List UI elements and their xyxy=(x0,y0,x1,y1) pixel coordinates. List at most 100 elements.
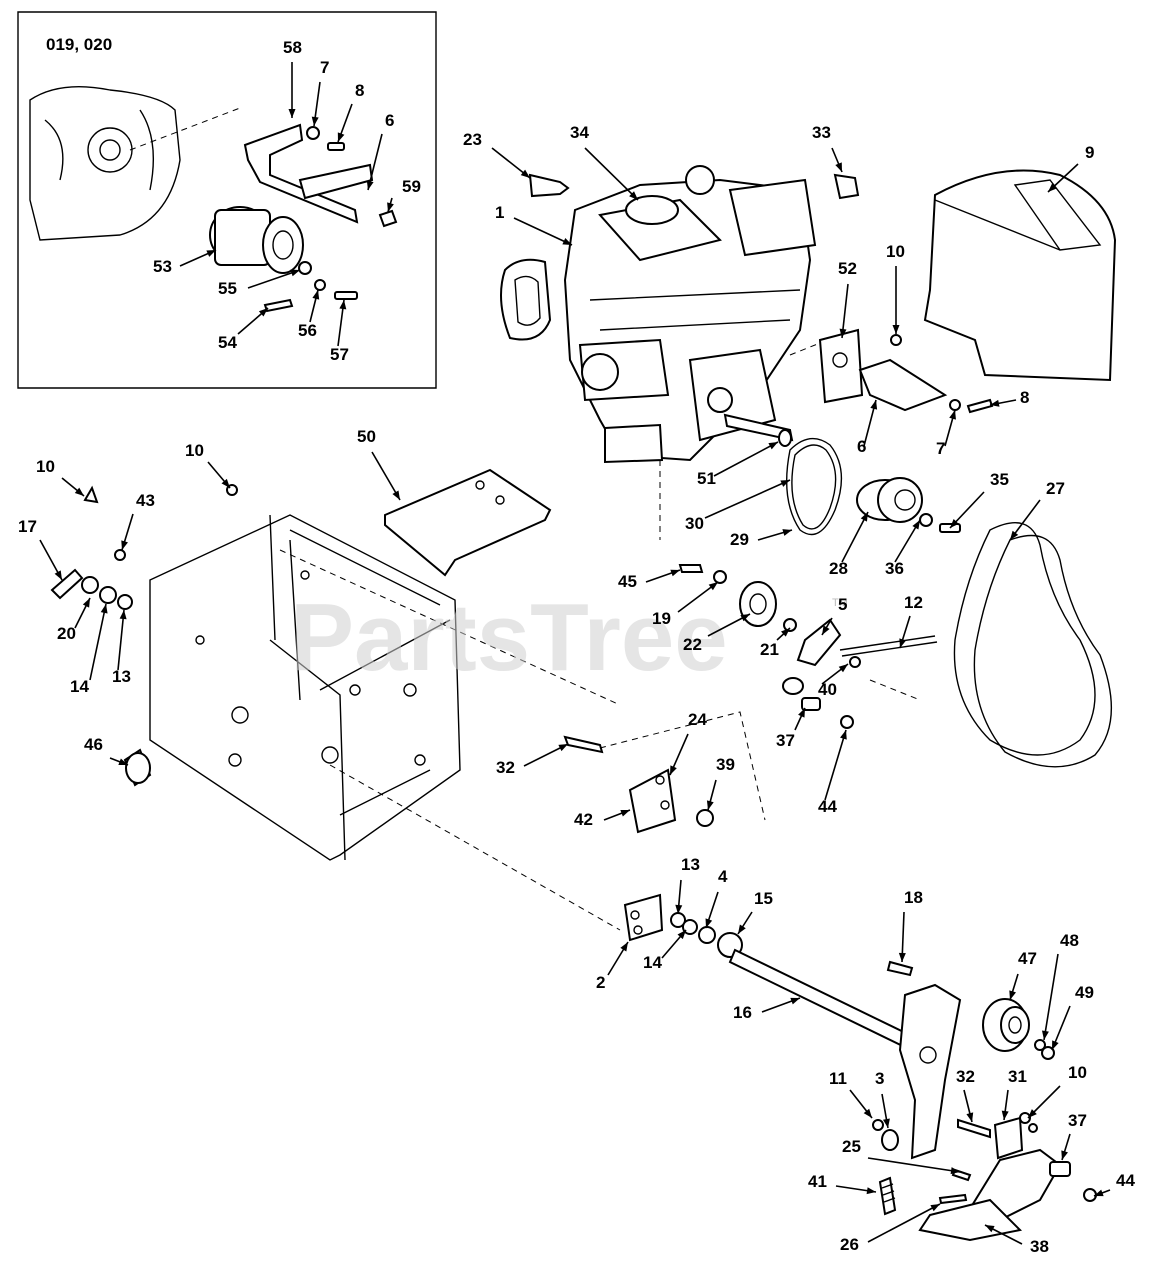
callout-number: 38 xyxy=(1030,1237,1049,1256)
callout-number: 11 xyxy=(829,1069,847,1088)
callout-number: 37 xyxy=(1068,1111,1087,1130)
callout-number: 6 xyxy=(857,437,866,456)
callout-number: 35 xyxy=(990,470,1009,489)
callout-13: 13 xyxy=(675,855,700,915)
callout-number: 1 xyxy=(495,203,504,222)
leader-line xyxy=(89,603,107,681)
callout-number: 26 xyxy=(840,1235,859,1254)
callout-50: 50 xyxy=(357,427,401,501)
callout-number: 8 xyxy=(1020,388,1029,407)
callout-42: 42 xyxy=(574,809,631,829)
leader-line xyxy=(513,217,573,246)
callout-number: 58 xyxy=(283,38,302,57)
belt-cover xyxy=(923,169,1117,382)
callout-number: 20 xyxy=(57,624,76,643)
leader-arrowhead xyxy=(740,614,750,622)
callout-6: 6 xyxy=(857,399,878,456)
callout-number: 16 xyxy=(733,1003,752,1022)
callout-17: 17 xyxy=(18,517,63,581)
callout-41: 41 xyxy=(808,1172,877,1195)
callout-13: 13 xyxy=(112,609,131,686)
leader-arrowhead xyxy=(705,918,713,928)
callout-number: 32 xyxy=(496,758,515,777)
callout-number: 52 xyxy=(838,259,857,278)
callout-25: 25 xyxy=(842,1137,961,1175)
idler-arm xyxy=(898,983,962,1160)
mounting-plate xyxy=(384,468,552,577)
leader-arrowhead xyxy=(708,582,718,591)
callout-number: 14 xyxy=(643,953,662,972)
callout-number: 32 xyxy=(956,1067,975,1086)
callout-5: 5 xyxy=(821,595,847,636)
callout-number: 15 xyxy=(754,889,773,908)
callout-number: 57 xyxy=(330,345,349,364)
callout-number: 10 xyxy=(36,457,55,476)
callout-number: 30 xyxy=(685,514,704,533)
callout-number: 25 xyxy=(842,1137,861,1156)
callout-59: 59 xyxy=(387,177,421,213)
leader-arrowhead xyxy=(1009,990,1016,1000)
leader-arrowhead xyxy=(798,708,805,718)
callout-number: 5 xyxy=(838,595,847,614)
leader-line xyxy=(824,729,847,801)
callout-number: 27 xyxy=(1046,479,1065,498)
leader-arrowhead xyxy=(966,1112,974,1122)
callout-number: 10 xyxy=(886,242,905,261)
leader-arrowhead xyxy=(822,625,830,635)
leader-arrowhead xyxy=(311,116,319,126)
callout-23: 23 xyxy=(463,130,531,179)
spark-plug xyxy=(528,173,570,198)
frame-housing xyxy=(149,514,621,931)
callout-number: 12 xyxy=(904,593,923,612)
callout-number: 17 xyxy=(18,517,37,536)
leader-arrowhead xyxy=(950,519,959,528)
inset-title: 019, 020 xyxy=(46,35,112,54)
leader-arrowhead xyxy=(1041,1030,1049,1040)
callout-57: 57 xyxy=(330,299,349,364)
callout-number: 43 xyxy=(136,491,155,510)
leader-arrowhead xyxy=(290,269,300,277)
leader-arrowhead xyxy=(562,238,572,245)
leader-arrowhead xyxy=(119,610,127,620)
callout-number: 31 xyxy=(1008,1067,1027,1086)
callout-number: 22 xyxy=(683,635,702,654)
callout-number: 40 xyxy=(818,680,837,699)
callout-7: 7 xyxy=(936,409,956,458)
leader-line xyxy=(841,283,849,339)
callout-number: 4 xyxy=(718,867,728,886)
leader-arrowhead xyxy=(258,308,268,317)
callout-48: 48 xyxy=(1041,931,1079,1041)
leader-arrowhead xyxy=(912,520,920,530)
callout-46: 46 xyxy=(84,735,129,766)
leader-arrowhead xyxy=(82,598,90,608)
leader-arrowhead xyxy=(738,924,746,934)
callout-2: 2 xyxy=(596,941,629,992)
callout-55: 55 xyxy=(218,269,301,298)
callout-53: 53 xyxy=(153,249,217,276)
watermark-text: PartsTree xyxy=(290,584,728,691)
leader-arrowhead xyxy=(990,399,1000,407)
callout-18: 18 xyxy=(898,888,923,963)
callout-37: 37 xyxy=(776,707,806,750)
leader-arrowhead xyxy=(312,290,320,300)
callout-47: 47 xyxy=(1009,949,1037,1001)
callout-20: 20 xyxy=(57,597,91,643)
leader-arrowhead xyxy=(930,1204,940,1212)
callout-number: 13 xyxy=(681,855,700,874)
callout-11: 11 xyxy=(829,1069,873,1119)
leader-arrowhead xyxy=(1052,1040,1059,1050)
leader-line xyxy=(371,451,401,501)
callout-32: 32 xyxy=(956,1067,975,1123)
callout-32: 32 xyxy=(496,743,569,777)
callout-number: 41 xyxy=(808,1172,827,1191)
leader-line xyxy=(584,147,639,201)
leader-arrowhead xyxy=(949,410,956,420)
callout-4: 4 xyxy=(705,867,728,929)
callout-number: 44 xyxy=(818,797,837,816)
callout-number: 48 xyxy=(1060,931,1079,950)
breather-fitting xyxy=(833,173,860,200)
leader-line xyxy=(841,511,869,563)
leader-arrowhead xyxy=(337,132,345,142)
leader-arrowhead xyxy=(339,300,347,310)
